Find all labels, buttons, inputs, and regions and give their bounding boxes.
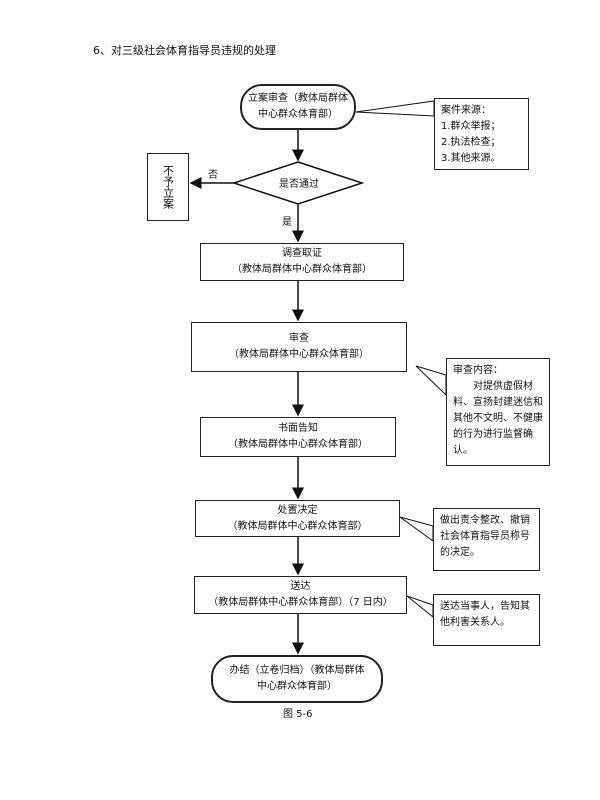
notice-node: 书面告知 （教体局群体中心群众体育部） (200, 417, 396, 457)
source-note-line-2: 1.群众举报； (441, 121, 501, 132)
callout-source-pointer (355, 100, 435, 117)
review-line-1: 审查 (289, 333, 309, 344)
deliver-line-2: （教体局群体中心群众体育部）（7 日内） (208, 597, 393, 608)
start-line-2: 中心群众体育部） (258, 109, 338, 120)
decision-note-line-3: 的决定。 (440, 547, 480, 558)
review-note-line-5: 的行为进行监督确 (453, 429, 533, 440)
start-node: 立案审查（教体局群体 中心群众体育部） (240, 84, 356, 130)
source-note-line-3: 2.执法检查； (441, 137, 501, 148)
callout-review-pointer (415, 365, 447, 397)
decision-label: 是否通过 (279, 179, 319, 190)
review-line-2: （教体局群体中心群众体育部） (229, 349, 369, 360)
end-node: 办结（立卷归档）（教体局群体 中心群众体育部） (211, 655, 383, 703)
source-note: 案件来源： 1.群众举报； 2.执法检查； 3.其他来源。 (434, 98, 529, 170)
deliver-node: 送达 （教体局群体中心群众体育部）（7 日内） (194, 576, 407, 614)
reject-label: 不予立案 (161, 165, 175, 209)
decision-content-note: 做出责令整改、撤销 社会体育指导员称号 的决定。 (433, 508, 540, 571)
deliver-note-line-1: 送达当事人，告知其 (440, 601, 530, 612)
notice-line-1: 书面告知 (278, 423, 318, 434)
figure-caption: 图 5-6 (283, 709, 313, 720)
start-line-1: 立案审查（教体局群体 (248, 93, 348, 104)
review-node: 审查 （教体局群体中心群众体育部） (191, 322, 407, 372)
review-note-line-4: 其他不文明、不健康 (453, 413, 543, 424)
decision-note-line-1: 做出责令整改、撤销 (440, 515, 530, 526)
end-line-1: 办结（立卷归档）（教体局群体 (229, 665, 365, 676)
yes-label: 是 (282, 217, 292, 228)
deliver-content-note: 送达当事人，告知其 他利害关系人。 (433, 594, 540, 646)
page-title: 6、对三级社会体育指导员违规的处理 (93, 44, 276, 57)
review-note-line-1: 审查内容： (453, 365, 503, 376)
decision-make-line-1: 处置决定 (277, 504, 318, 516)
source-note-line-4: 3.其他来源。 (441, 153, 501, 164)
decision-note-line-2: 社会体育指导员称号 (440, 531, 530, 542)
source-note-line-1: 案件来源： (441, 105, 491, 116)
decision-make-node: 处置决定 （教体局群体中心群众体育部） (195, 500, 400, 537)
review-content-note: 审查内容： 对提供虚假材 料、宣扬封建迷信和 其他不文明、不健康 的行为进行监督… (446, 358, 550, 466)
notice-line-2: （教体局群体中心群众体育部） (228, 439, 368, 450)
callout-deliver-pointer (406, 595, 434, 619)
decision-make-line-2: （教体局群体中心群众体育部） (227, 520, 368, 532)
review-note-line-6: 认。 (453, 445, 473, 456)
end-line-2: 中心群众体育部） (257, 681, 337, 692)
review-note-line-2: 对提供虚假材 (473, 381, 533, 392)
reject-node: 不予立案 (147, 153, 189, 221)
callout-decision-pointer (399, 516, 434, 542)
deliver-note-line-2: 他利害关系人。 (440, 617, 510, 628)
no-label: 否 (208, 170, 218, 181)
investigate-line-1: 调查取证 (282, 248, 322, 259)
investigate-node: 调查取证 （教体局群体中心群众体育部） (200, 243, 404, 281)
review-note-line-3: 料、宣扬封建迷信和 (453, 397, 543, 408)
deliver-line-1: 送达 (290, 581, 311, 592)
investigate-line-2: （教体局群体中心群众体育部） (232, 264, 372, 275)
